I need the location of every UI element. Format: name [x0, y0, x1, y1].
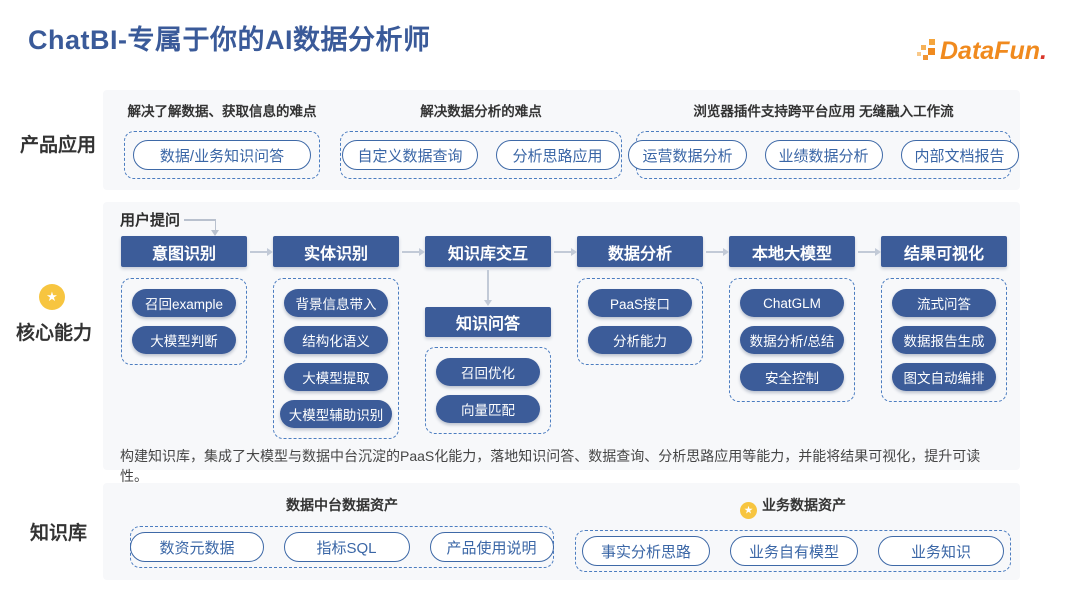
- dashed-box: 运营数据分析 业绩数据分析 内部文档报告: [628, 131, 1019, 179]
- star-glyph: ★: [46, 289, 58, 304]
- pill: 运营数据分析: [628, 140, 747, 170]
- section-label-product: 产品应用: [20, 135, 97, 156]
- dashed-box: 背景信息带入 结构化语义 大模型提取 大模型辅助识别: [273, 278, 399, 439]
- pill: 产品使用说明: [429, 532, 554, 562]
- pill: 自定义数据查询: [342, 140, 478, 170]
- pill: ChatGLM: [740, 289, 844, 317]
- flow-column-intent: 意图识别 召回example 大模型判断: [121, 236, 247, 365]
- section-label-core: 核心能力: [16, 323, 93, 344]
- dashed-box: 召回优化 向量匹配: [425, 347, 551, 434]
- dashed-box: PaaS接口 分析能力: [577, 278, 703, 365]
- column-header: 数据分析: [577, 236, 703, 267]
- pill: 指标SQL: [283, 532, 410, 562]
- product-group-1: 解决了解数据、获取信息的难点 数据/业务知识问答: [124, 100, 320, 179]
- dashed-box: ChatGLM 数据分析/总结 安全控制: [729, 278, 855, 402]
- pill: 内部文档报告: [900, 140, 1019, 170]
- product-group-3: 浏览器插件支持跨平台应用 无缝融入工作流 运营数据分析 业绩数据分析 内部文档报…: [628, 100, 1019, 179]
- group-heading: ★ 业务数据资产: [575, 495, 1011, 519]
- logo-wordmark: DataFun: [940, 37, 1040, 65]
- column-header: 知识库交互: [425, 236, 551, 267]
- group-heading: 浏览器插件支持跨平台应用 无缝融入工作流: [693, 104, 954, 119]
- pill: 大模型提取: [284, 363, 388, 391]
- flow-column-knowledge-interaction: 知识库交互 知识问答 召回优化 向量匹配: [425, 236, 551, 434]
- flow-column-local-llm: 本地大模型 ChatGLM 数据分析/总结 安全控制: [729, 236, 855, 402]
- flow-column-data-analysis: 数据分析 PaaS接口 分析能力: [577, 236, 703, 365]
- pill: 安全控制: [740, 363, 844, 391]
- flow-column-entity: 实体识别 背景信息带入 结构化语义 大模型提取 大模型辅助识别: [273, 236, 399, 439]
- arrow-down-icon: [211, 230, 219, 236]
- column-subheader: 知识问答: [425, 307, 551, 337]
- band-core: [103, 202, 1020, 470]
- arrow-down-icon: [484, 270, 491, 306]
- pill: 数据报告生成: [892, 326, 996, 354]
- arrow-right-icon: [250, 248, 273, 255]
- core-caption: 构建知识库，集成了大模型与数据中台沉淀的PaaS化能力，落地知识问答、数据查询、…: [120, 448, 981, 484]
- pill: 业绩数据分析: [764, 140, 883, 170]
- pill: 数资元数据: [130, 532, 264, 562]
- group-heading: 解决数据分析的难点: [420, 104, 542, 119]
- dashed-box: 自定义数据查询 分析思路应用: [340, 131, 622, 179]
- page-title: ChatBI-专属于你的AI数据分析师: [28, 25, 431, 55]
- pill: 事实分析思路: [581, 536, 710, 566]
- star-icon: ★: [39, 284, 65, 310]
- pill: 数据/业务知识问答: [132, 140, 312, 170]
- pill: 数据分析/总结: [740, 326, 844, 354]
- dashed-box: 流式问答 数据报告生成 图文自动编排: [881, 278, 1007, 402]
- group-heading-text: 业务数据资产: [762, 497, 846, 513]
- pill: 背景信息带入: [284, 289, 388, 317]
- pill: 结构化语义: [284, 326, 388, 354]
- user-question-label: 用户提问: [120, 212, 181, 229]
- column-header: 本地大模型: [729, 236, 855, 267]
- knowledge-group-2: ★ 业务数据资产 事实分析思路 业务自有模型 业务知识: [575, 495, 1011, 572]
- pill: 召回example: [132, 289, 236, 317]
- pill: 召回优化: [436, 358, 540, 386]
- pill: 向量匹配: [436, 395, 540, 423]
- connector-line: [214, 219, 216, 231]
- arrow-right-icon: [402, 248, 425, 255]
- column-header: 意图识别: [121, 236, 247, 267]
- dashed-box: 事实分析思路 业务自有模型 业务知识: [575, 530, 1011, 572]
- knowledge-group-1: 数据中台数据资产 数资元数据 指标SQL 产品使用说明: [130, 495, 554, 568]
- datafun-logo: DataFun .: [916, 36, 1047, 67]
- connector-line: [184, 219, 216, 221]
- arrow-right-icon: [554, 248, 577, 255]
- section-label-knowledge: 知识库: [30, 523, 88, 544]
- group-heading: 解决了解数据、获取信息的难点: [127, 104, 317, 119]
- pill: 分析能力: [588, 326, 692, 354]
- pill: 分析思路应用: [495, 140, 620, 170]
- pill: 大模型判断: [132, 326, 236, 354]
- pill: 业务自有模型: [729, 536, 858, 566]
- dashed-box: 数据/业务知识问答: [124, 131, 320, 179]
- pill: PaaS接口: [588, 289, 692, 317]
- group-heading: 数据中台数据资产: [286, 497, 398, 513]
- pill: 图文自动编排: [892, 363, 996, 391]
- star-glyph: ★: [744, 505, 753, 515]
- product-group-2: 解决数据分析的难点 自定义数据查询 分析思路应用: [340, 100, 622, 179]
- flow-column-visualization: 结果可视化 流式问答 数据报告生成 图文自动编排: [881, 236, 1007, 402]
- logo-mosaic-icon: [916, 36, 938, 67]
- star-icon: ★: [740, 502, 757, 519]
- column-header: 结果可视化: [881, 236, 1007, 267]
- pill: 业务知识: [878, 536, 1005, 566]
- pill: 大模型辅助识别: [279, 400, 393, 428]
- pill: 流式问答: [892, 289, 996, 317]
- arrow-right-icon: [706, 248, 729, 255]
- logo-dot: .: [1040, 37, 1047, 65]
- dashed-box: 数资元数据 指标SQL 产品使用说明: [130, 526, 554, 568]
- dashed-box: 召回example 大模型判断: [121, 278, 247, 365]
- column-header: 实体识别: [273, 236, 399, 267]
- band-knowledge: [103, 483, 1020, 580]
- arrow-right-icon: [858, 248, 881, 255]
